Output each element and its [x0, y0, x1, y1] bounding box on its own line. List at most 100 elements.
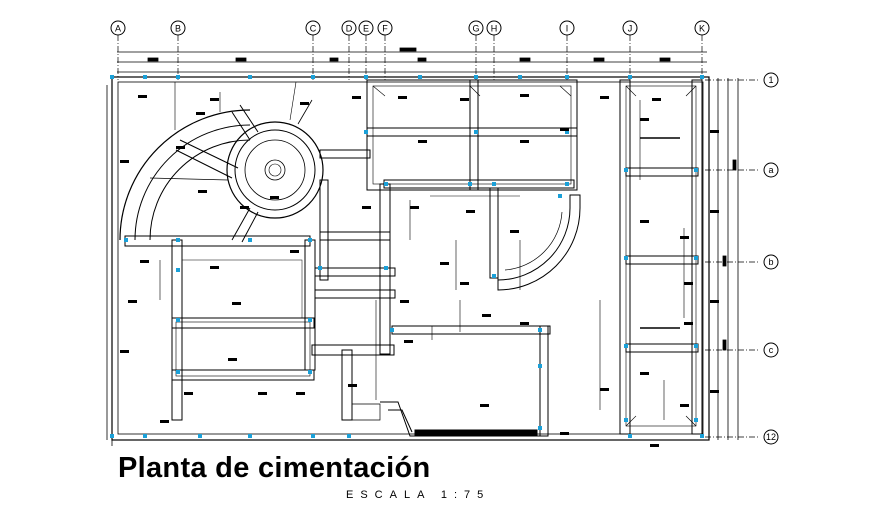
column-footings	[110, 75, 704, 438]
footing-mark	[176, 75, 180, 79]
row-axis-label: a	[768, 165, 773, 175]
annotation-tag	[600, 388, 609, 391]
annotation-tag	[228, 358, 237, 361]
annotation-tag	[520, 322, 529, 325]
column-axis-label: D	[346, 24, 353, 34]
annotation-tag	[198, 190, 207, 193]
footing-mark	[694, 418, 698, 422]
annotation-tag	[460, 282, 469, 285]
drawing-scale: ESCALA 1:75	[346, 489, 491, 501]
footing-mark	[318, 266, 322, 270]
row-axis-bubble	[763, 72, 779, 88]
footing-mark	[565, 182, 569, 186]
footing-mark	[565, 75, 569, 79]
row-axis-bubble	[763, 429, 779, 445]
footing-mark	[474, 75, 478, 79]
row-axis-label: c	[769, 345, 774, 355]
footing-mark	[248, 75, 252, 79]
column-axis-bubble	[559, 20, 575, 36]
footing-mark	[538, 328, 542, 332]
annotation-tag	[176, 146, 185, 149]
column-axis-bubble	[305, 20, 321, 36]
footing-mark	[565, 130, 569, 134]
footing-mark	[364, 130, 368, 134]
footing-mark	[518, 75, 522, 79]
annotation-tag	[270, 196, 279, 199]
column-axis-bubble	[358, 20, 374, 36]
annotation-tag	[352, 96, 361, 99]
footing-mark	[176, 370, 180, 374]
annotation-tag	[520, 140, 529, 143]
annotation-tag	[160, 420, 169, 423]
circular-tower-foundation	[119, 99, 324, 243]
annotation-tag	[560, 432, 569, 435]
footing-mark	[248, 434, 252, 438]
annotation-tag	[460, 98, 469, 101]
footing-mark	[628, 434, 632, 438]
annotation-tag	[482, 314, 491, 317]
footing-mark	[384, 266, 388, 270]
footing-mark	[308, 318, 312, 322]
annotation-tag	[410, 206, 419, 209]
footing-mark	[176, 268, 180, 272]
footing-mark	[364, 75, 368, 79]
annotation-tag	[510, 230, 519, 233]
footing-mark	[474, 130, 478, 134]
column-axis-label: C	[310, 24, 317, 34]
footing-mark	[308, 238, 312, 242]
footing-mark	[624, 418, 628, 422]
footing-mark	[624, 344, 628, 348]
footing-mark	[538, 364, 542, 368]
annotation-tag	[210, 98, 219, 101]
row-axis-label: b	[768, 257, 773, 267]
drawing-title: Planta de cimentación	[118, 452, 431, 484]
footing-mark	[176, 238, 180, 242]
perimeter-foundation	[106, 76, 710, 446]
annotation-tag	[210, 266, 219, 269]
annotation-tag	[480, 404, 489, 407]
footing-mark	[492, 182, 496, 186]
footing-mark	[558, 194, 562, 198]
footing-mark	[694, 256, 698, 260]
annotation-tag	[398, 96, 407, 99]
annotation-tag	[710, 130, 719, 133]
column-axis-label: G	[472, 24, 479, 34]
column-axis-label: B	[175, 24, 181, 34]
footing-mark	[124, 238, 128, 242]
annotation-tag	[640, 118, 649, 121]
footing-mark	[110, 434, 114, 438]
annotation-tag	[680, 236, 689, 239]
annotation-tag	[650, 444, 659, 447]
annotation-tag	[232, 302, 241, 305]
annotation-tag	[710, 300, 719, 303]
footing-mark	[143, 75, 147, 79]
footing-mark	[143, 434, 147, 438]
footing-mark	[700, 434, 704, 438]
footing-mark	[347, 434, 351, 438]
leader-lines	[159, 81, 685, 420]
annotation-tag	[600, 96, 609, 99]
footing-mark	[198, 434, 202, 438]
footing-mark	[700, 75, 704, 79]
annotation-tag	[120, 350, 129, 353]
row-axis-bubble	[763, 342, 779, 358]
top-dimension-lines	[117, 47, 707, 73]
annotation-tag	[348, 384, 357, 387]
footing-mark	[628, 75, 632, 79]
annotation-tag	[404, 340, 413, 343]
right-dimension-lines	[717, 78, 739, 440]
annotation-tag	[684, 322, 693, 325]
annotation-tag	[196, 112, 205, 115]
column-axis-bubble	[341, 20, 357, 36]
annotation-tag	[140, 260, 149, 263]
column-axis-label: I	[566, 24, 569, 34]
footing-mark	[311, 75, 315, 79]
annotation-tag	[120, 160, 129, 163]
annotation-tag	[290, 250, 299, 253]
footing-mark	[176, 318, 180, 322]
annotation-tag	[418, 140, 427, 143]
column-axis-bubble	[486, 20, 502, 36]
